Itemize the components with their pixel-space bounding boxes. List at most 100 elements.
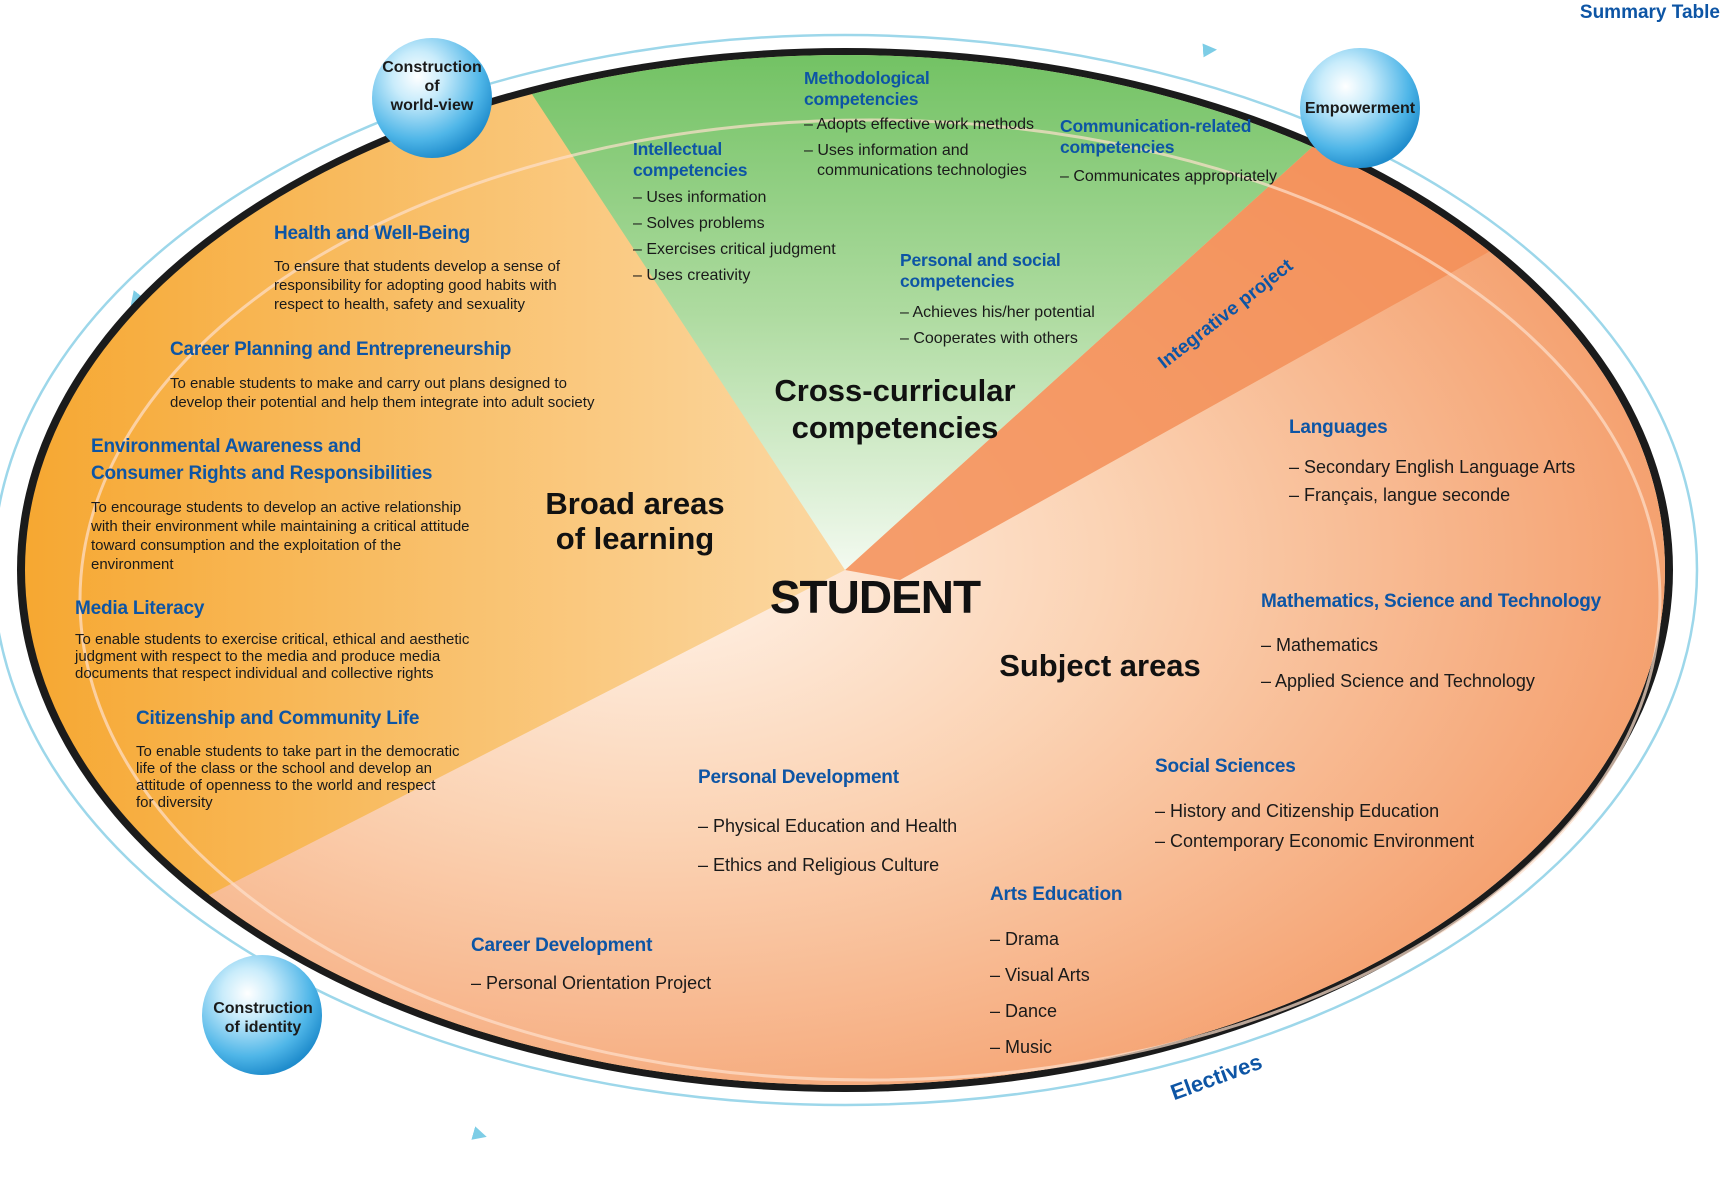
sphere-identity-label: Construction of identity bbox=[198, 999, 328, 1037]
methodological-item-1: – Adopts effective work methods bbox=[804, 116, 1035, 133]
orbit-ring bbox=[0, 33, 1698, 1107]
cross-curricular-title: Cross-curricular competencies bbox=[745, 372, 1045, 446]
methodological-title-line-2: competencies bbox=[804, 89, 919, 109]
broad-area-3-line-2: with their environment while maintaining… bbox=[91, 518, 470, 535]
broad-area-5-line-1: To enable students to take part in the d… bbox=[136, 743, 460, 760]
languages-item-1: – Secondary English Language Arts bbox=[1289, 457, 1576, 477]
broad-areas-title: Broad areas of learning bbox=[520, 486, 750, 556]
intellectual-item-2: – Solves problems bbox=[633, 215, 765, 232]
broad-area-5-title: Citizenship and Community Life bbox=[136, 708, 420, 729]
personal-social-title-line-1: Personal and social bbox=[900, 250, 1061, 270]
orbit-arrow-top bbox=[1202, 43, 1217, 58]
broad-area-2-body: To enable students to make and carry out… bbox=[170, 374, 594, 412]
methodological-items: – Adopts effective work methods – Uses i… bbox=[804, 115, 1034, 181]
career-dev-item-1: – Personal Orientation Project bbox=[471, 973, 712, 993]
broad-area-1-line-1: To ensure that students develop a sense … bbox=[274, 258, 561, 275]
sphere-identity bbox=[202, 955, 322, 1075]
personal-dev-item-1: – Physical Education and Health bbox=[698, 816, 958, 836]
communication-title: Communication-related competencies bbox=[1060, 116, 1251, 158]
sphere-identity-line-2: of identity bbox=[224, 1019, 302, 1036]
cross-curricular-title-line-2: competencies bbox=[791, 410, 999, 445]
sphere-world-view-line-3: world-view bbox=[390, 97, 474, 114]
broad-area-5-body: To enable students to take part in the d… bbox=[136, 743, 460, 811]
broad-area-5-line-4: for diversity bbox=[136, 794, 213, 811]
social-sciences-item-1: – History and Citizenship Education bbox=[1155, 801, 1440, 821]
personal-social-title: Personal and social competencies bbox=[900, 250, 1061, 292]
sphere-world-view-label: Construction of world-view bbox=[372, 58, 492, 115]
communication-title-line-1: Communication-related bbox=[1060, 116, 1252, 136]
personal-dev-title: Personal Development bbox=[698, 767, 899, 788]
methodological-item-3: communications technologies bbox=[817, 162, 1027, 179]
communication-items: – Communicates appropriately bbox=[1060, 167, 1277, 187]
broad-area-4-line-2: judgment with respect to the media and p… bbox=[75, 648, 441, 665]
sphere-world-view-line-2: of bbox=[424, 78, 440, 95]
intellectual-title-line-2: competencies bbox=[633, 160, 748, 180]
intellectual-title: Intellectual competencies bbox=[633, 139, 748, 181]
arts-item-2: – Visual Arts bbox=[990, 965, 1090, 985]
methodological-item-2: – Uses information and bbox=[804, 142, 969, 159]
intellectual-item-1: – Uses information bbox=[633, 189, 767, 206]
personal-social-title-line-2: competencies bbox=[900, 271, 1015, 291]
broad-area-2-title: Career Planning and Entrepreneurship bbox=[170, 339, 512, 360]
broad-area-5-line-2: life of the class or the school and deve… bbox=[136, 760, 433, 777]
integrative-band bbox=[845, 140, 1510, 580]
personal-social-items: – Achieves his/her potential – Cooperate… bbox=[900, 300, 1095, 352]
social-sciences-item-2: – Contemporary Economic Environment bbox=[1155, 831, 1475, 851]
languages-title: Languages bbox=[1289, 417, 1388, 438]
personal-dev-items: – Physical Education and Health – Ethics… bbox=[698, 807, 957, 885]
arts-item-3: – Dance bbox=[990, 1001, 1058, 1021]
broad-area-4-body: To enable students to exercise critical,… bbox=[75, 631, 469, 682]
social-sciences-title: Social Sciences bbox=[1155, 756, 1296, 777]
broad-area-3-line-4: environment bbox=[91, 556, 174, 573]
math-science-item-2: – Applied Science and Technology bbox=[1261, 671, 1535, 691]
arts-title: Arts Education bbox=[990, 884, 1123, 905]
subject-areas-region bbox=[25, 140, 1665, 1085]
broad-areas-title-line-1: Broad areas bbox=[545, 486, 725, 521]
broad-area-4-line-3: documents that respect individual and co… bbox=[75, 665, 434, 682]
intellectual-item-3: – Exercises critical judgment bbox=[633, 241, 836, 258]
broad-area-2-line-2: develop their potential and help them in… bbox=[170, 394, 595, 411]
personal-social-item-2: – Cooperates with others bbox=[900, 330, 1078, 347]
broad-area-5-line-3: attitude of openness to the world and re… bbox=[136, 777, 436, 794]
broad-area-4-line-1: To enable students to exercise critical,… bbox=[75, 631, 470, 648]
intellectual-item-4: – Uses creativity bbox=[633, 267, 751, 284]
arts-item-1: – Drama bbox=[990, 929, 1060, 949]
broad-area-3-line-1: To encourage students to develop an acti… bbox=[91, 499, 462, 516]
broad-area-1-line-2: responsibility for adopting good habits … bbox=[274, 277, 557, 294]
broad-area-3-body: To encourage students to develop an acti… bbox=[91, 498, 470, 574]
languages-item-2: – Français, langue seconde bbox=[1289, 485, 1511, 505]
languages-items: – Secondary English Language Arts – Fran… bbox=[1289, 453, 1575, 509]
intellectual-title-line-1: Intellectual bbox=[633, 139, 723, 159]
social-sciences-items: – History and Citizenship Education – Co… bbox=[1155, 796, 1474, 856]
math-science-item-1: – Mathematics bbox=[1261, 635, 1379, 655]
broad-areas-title-line-2: of learning bbox=[555, 521, 715, 556]
intellectual-items: – Uses information – Solves problems – E… bbox=[633, 185, 836, 289]
personal-dev-item-2: – Ethics and Religious Culture bbox=[698, 855, 940, 875]
cross-curricular-title-line-1: Cross-curricular bbox=[774, 373, 1016, 408]
subject-areas-title: Subject areas bbox=[999, 648, 1201, 683]
sphere-empowerment bbox=[1300, 48, 1420, 168]
broad-area-3-title-line-2: Consumer Rights and Responsibilities bbox=[91, 463, 433, 484]
broad-area-1-line-3: respect to health, safety and sexuality bbox=[274, 296, 525, 313]
broad-area-3-title-line-1: Environmental Awareness and bbox=[91, 436, 362, 457]
broad-area-1-title: Health and Well-Being bbox=[274, 223, 471, 244]
student-label: STUDENT bbox=[769, 571, 981, 623]
broad-area-3-title: Environmental Awareness and Consumer Rig… bbox=[91, 435, 432, 485]
broad-area-3-line-3: toward consumption and the exploitation … bbox=[91, 537, 402, 554]
personal-social-item-1: – Achieves his/her potential bbox=[900, 304, 1095, 321]
sphere-world-view bbox=[372, 38, 492, 158]
methodological-title-line-1: Methodological bbox=[804, 68, 930, 88]
broad-area-1-body: To ensure that students develop a sense … bbox=[274, 257, 560, 314]
electives-rim bbox=[78, 118, 1662, 1082]
broad-area-2-line-1: To enable students to make and carry out… bbox=[170, 375, 567, 392]
math-science-title: Mathematics, Science and Technology bbox=[1261, 591, 1602, 612]
career-dev-items: – Personal Orientation Project bbox=[471, 972, 711, 994]
sphere-identity-line-1: Construction bbox=[213, 1000, 313, 1017]
communication-item-1: – Communicates appropriately bbox=[1060, 168, 1277, 185]
sphere-world-view-line-1: Construction bbox=[382, 59, 482, 76]
methodological-title: Methodological competencies bbox=[804, 68, 930, 110]
sphere-empowerment-label: Empowerment bbox=[1304, 100, 1416, 117]
broad-area-4-title: Media Literacy bbox=[75, 598, 205, 619]
